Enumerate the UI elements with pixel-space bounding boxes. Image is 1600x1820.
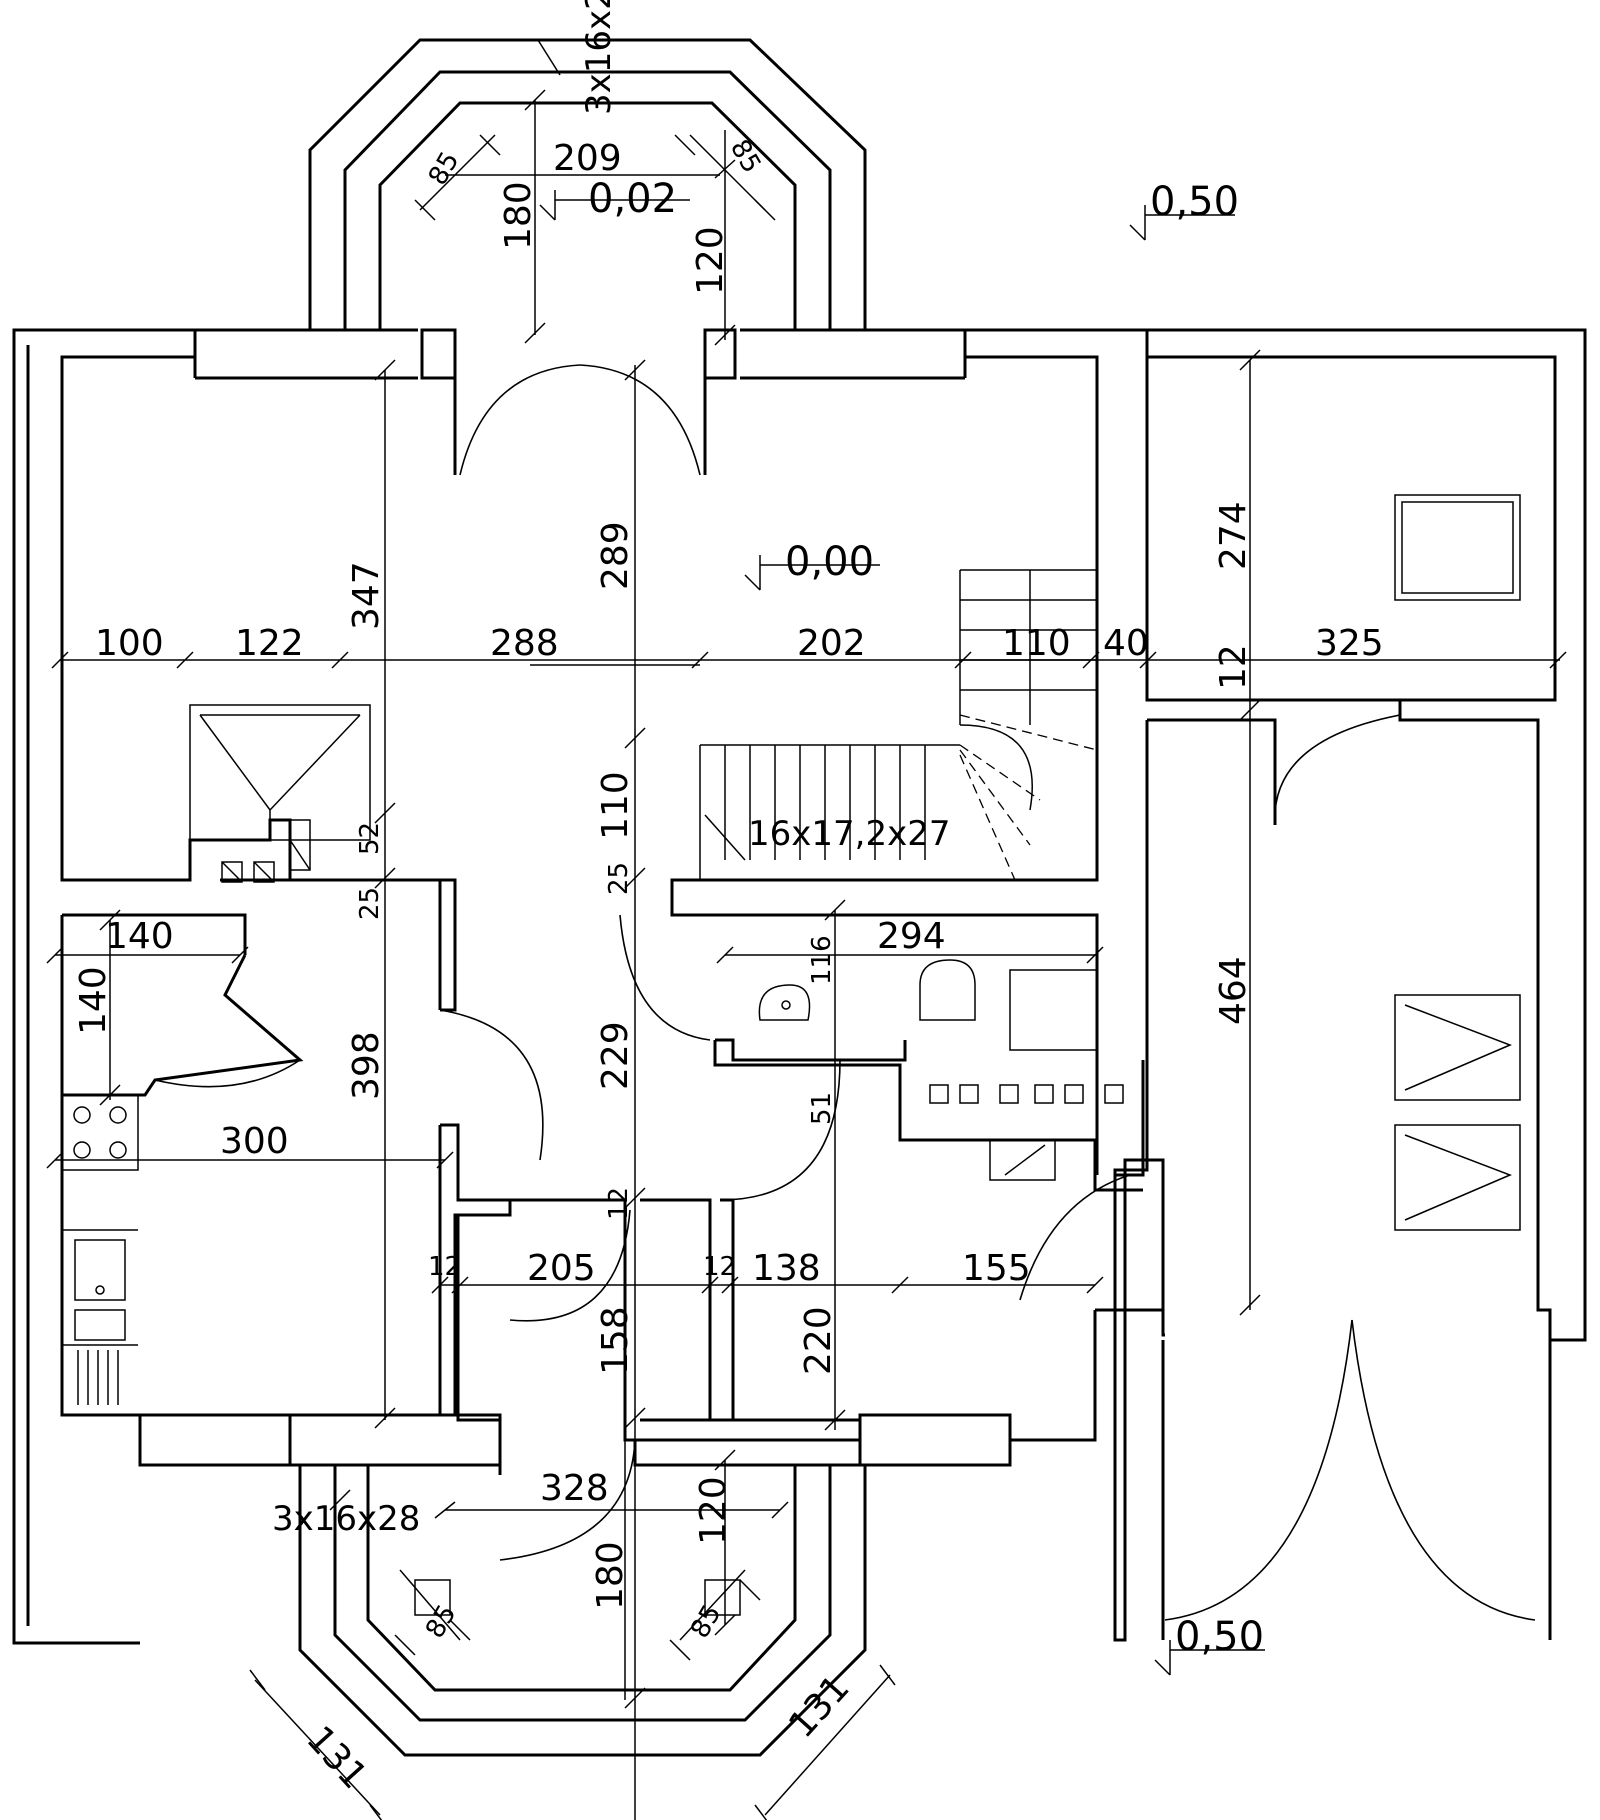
dim-12-left: 12 bbox=[428, 1252, 461, 1282]
dim-180-bottom: 180 bbox=[590, 1541, 631, 1610]
dim-51: 51 bbox=[807, 1092, 837, 1125]
dim-220: 220 bbox=[798, 1306, 839, 1375]
fixtures bbox=[61, 494, 1521, 1616]
dim-131-right: 131 bbox=[781, 1668, 857, 1747]
dim-85-top-right: 85 bbox=[724, 135, 767, 179]
level-markers bbox=[539, 190, 1265, 1676]
dim-325: 325 bbox=[1315, 623, 1384, 664]
dim-116: 116 bbox=[807, 935, 837, 985]
dim-110-v: 110 bbox=[595, 771, 636, 840]
dim-122: 122 bbox=[235, 623, 304, 664]
dim-209: 209 bbox=[553, 138, 622, 179]
dim-202: 202 bbox=[797, 623, 866, 664]
dim-138: 138 bbox=[752, 1248, 821, 1289]
dim-40: 40 bbox=[1103, 623, 1149, 664]
walls bbox=[12, 38, 1587, 1757]
dim-140-h: 140 bbox=[73, 966, 114, 1035]
dim-300: 300 bbox=[220, 1121, 289, 1162]
dim-180-top: 180 bbox=[498, 181, 539, 250]
dim-155: 155 bbox=[962, 1248, 1031, 1289]
dim-140-w: 140 bbox=[105, 916, 174, 957]
dim-289: 289 bbox=[595, 521, 636, 590]
dim-229: 229 bbox=[595, 1021, 636, 1090]
main-stairs bbox=[699, 569, 1098, 881]
dim-158: 158 bbox=[595, 1306, 636, 1375]
dim-25-living: 25 bbox=[355, 887, 385, 920]
dimension-labels: 100 122 288 202 110 40 325 209 85 85 180… bbox=[73, 0, 1384, 1797]
stairs-main: 16x17,2x27 bbox=[748, 814, 950, 854]
dim-12-mid: 12 bbox=[604, 1187, 634, 1220]
dim-100: 100 bbox=[95, 623, 164, 664]
doors bbox=[154, 364, 1536, 1621]
dim-294: 294 bbox=[877, 916, 946, 957]
stairs-top-bay: 3x16x28 bbox=[579, 0, 619, 115]
dim-120-top: 120 bbox=[690, 226, 731, 295]
dim-131-left: 131 bbox=[298, 1719, 374, 1798]
dim-205: 205 bbox=[527, 1248, 596, 1289]
dim-85-bottom-right: 85 bbox=[685, 1600, 728, 1644]
dim-110-h: 110 bbox=[1002, 623, 1071, 664]
dim-120-bottom: 120 bbox=[693, 1476, 734, 1545]
dimension-ticks bbox=[46, 89, 1567, 1820]
dim-288: 288 bbox=[490, 623, 559, 664]
dim-25-corridor: 25 bbox=[604, 862, 634, 895]
dim-464: 464 bbox=[1213, 956, 1254, 1025]
dim-347: 347 bbox=[346, 561, 387, 630]
level-labels: 0,02 0,00 0,50 0,50 bbox=[588, 176, 1264, 1660]
level-outside-bottom: 0,50 bbox=[1175, 1614, 1264, 1660]
dim-12-garage: 12 bbox=[1213, 644, 1254, 690]
level-outside-top: 0,50 bbox=[1150, 179, 1239, 225]
stairs-bottom-bay: 3x16x28 bbox=[272, 1499, 420, 1539]
level-main: 0,00 bbox=[785, 539, 874, 585]
dim-274: 274 bbox=[1213, 501, 1254, 570]
dimension-lines bbox=[55, 39, 1560, 1820]
level-top-bay: 0,02 bbox=[588, 176, 677, 222]
dim-328: 328 bbox=[540, 1468, 609, 1509]
dim-398: 398 bbox=[346, 1031, 387, 1100]
dim-12-right: 12 bbox=[703, 1252, 736, 1282]
dim-52: 52 bbox=[355, 822, 385, 855]
dim-85-top-left: 85 bbox=[423, 147, 466, 191]
dim-85-bottom-left: 85 bbox=[420, 1600, 463, 1644]
